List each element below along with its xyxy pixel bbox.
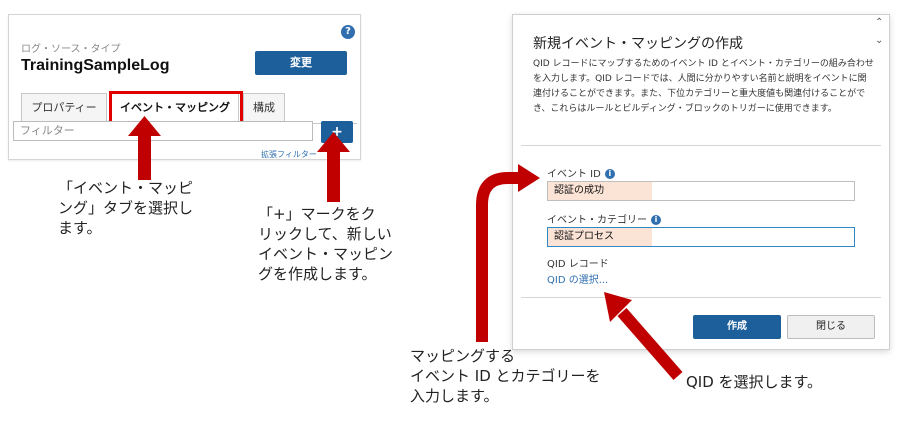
help-icon[interactable]: ? <box>341 25 355 39</box>
scroll-up-icon[interactable]: ⌃ <box>875 17 884 28</box>
qid-record-label: QID レコード <box>547 259 609 270</box>
note-click-plus: 「+」マークをク リックして、新しい イベント・マッピン グを作成します。 <box>258 205 394 283</box>
arrow-head-icon <box>128 116 161 136</box>
tab-configuration[interactable]: 構成 <box>243 93 285 123</box>
advanced-filter-link[interactable]: 拡張フィルター <box>261 150 317 159</box>
info-icon[interactable]: i <box>604 169 615 179</box>
qid-select-link[interactable]: QID の選択... <box>547 275 609 286</box>
arrow-shaft <box>138 134 151 180</box>
tab-properties[interactable]: プロパティー <box>21 93 107 123</box>
arrow-head-icon <box>317 132 350 152</box>
close-button[interactable]: 閉じる <box>787 315 875 339</box>
event-category-field[interactable]: 認証プロセス <box>547 227 855 247</box>
divider <box>521 297 881 298</box>
new-event-mapping-dialog: ⌃ ⌄ 新規イベント・マッピングの作成 QID レコードにマップするためのイベン… <box>512 14 890 350</box>
arrow-shaft <box>327 150 340 202</box>
arrow-head-icon <box>604 292 632 322</box>
log-source-panel: ? ログ・ソース・タイプ TrainingSampleLog 変更 プロパティー… <box>8 14 361 160</box>
field-highlight <box>548 182 652 200</box>
source-type-label: ログ・ソース・タイプ <box>21 44 121 55</box>
note-select-tab: 「イベント・マッピ ング」タブを選択し ます。 <box>58 179 194 237</box>
field-highlight <box>548 228 652 246</box>
arrow-diagonal <box>617 308 683 380</box>
change-button[interactable]: 変更 <box>255 51 347 75</box>
scroll-down-icon[interactable]: ⌄ <box>875 35 884 46</box>
arrow-bent <box>476 172 520 342</box>
divider <box>521 145 881 146</box>
event-id-value: 認証の成功 <box>554 185 604 196</box>
source-type-value: TrainingSampleLog <box>21 57 170 74</box>
event-category-value: 認証プロセス <box>554 231 614 242</box>
arrow-head-icon <box>518 164 540 192</box>
dialog-description: QID レコードにマップするためのイベント ID とイベント・カテゴリーの組み合… <box>533 59 874 114</box>
event-id-field[interactable]: 認証の成功 <box>547 181 855 201</box>
dialog-title: 新規イベント・マッピングの作成 <box>533 36 743 52</box>
info-icon[interactable]: i <box>651 215 661 225</box>
filter-input[interactable]: フィルター <box>13 121 313 141</box>
create-button[interactable]: 作成 <box>693 315 781 339</box>
note-select-qid: QID を選択します。 <box>686 373 823 391</box>
note-enter-id-category: マッピングする イベント ID とカテゴリーを 入力します。 <box>410 347 601 405</box>
